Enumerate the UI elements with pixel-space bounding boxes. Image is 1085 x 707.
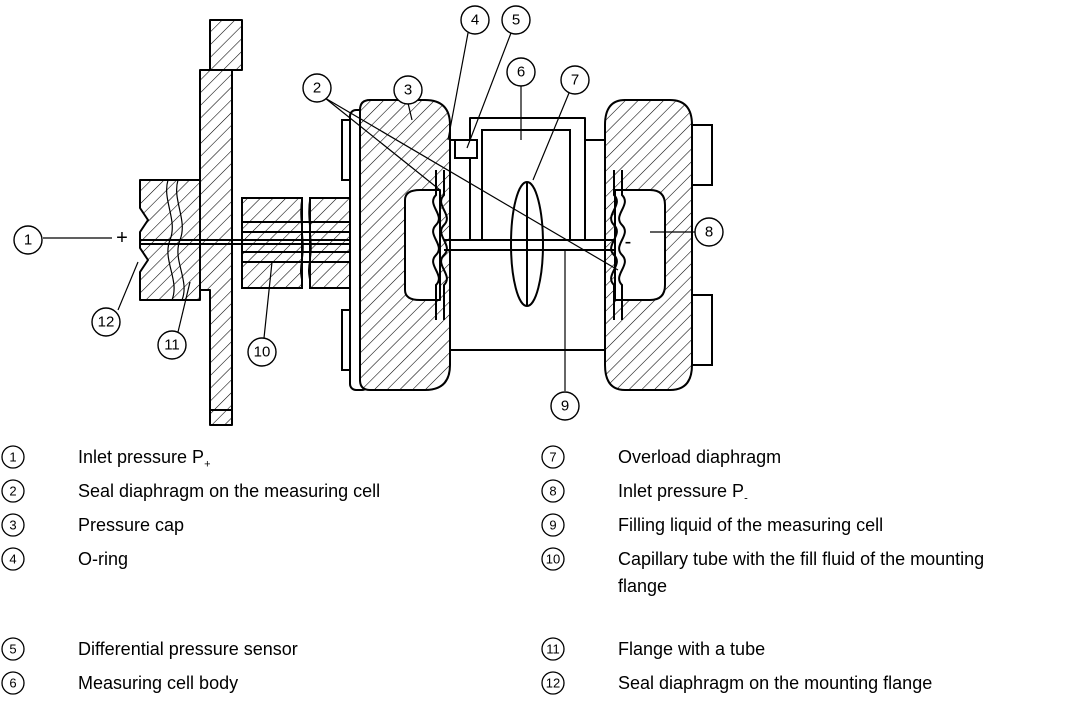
- svg-text:1: 1: [9, 450, 16, 465]
- svg-text:5: 5: [9, 642, 16, 657]
- svg-text:9: 9: [561, 398, 569, 415]
- legend-text: Flange with a tube: [618, 639, 766, 659]
- legend-number-icon: 11: [540, 636, 566, 662]
- callout-2: 2: [302, 73, 332, 103]
- legend-item: 9 Filling liquid of the measuring cell: [540, 512, 883, 539]
- legend-text: Seal diaphragm on the mounting flange: [618, 673, 933, 693]
- legend-text: O-ring: [78, 549, 129, 569]
- svg-text:12: 12: [546, 676, 560, 691]
- callout-12: 12: [91, 307, 121, 337]
- legend-number-icon: 10: [540, 546, 566, 572]
- legend-item: 2 Seal diaphragm on the measuring cell: [0, 478, 380, 505]
- legend-text: Differential pressure sensor: [78, 639, 298, 659]
- legend-number-icon: 12: [540, 670, 566, 696]
- svg-text:7: 7: [549, 450, 556, 465]
- callout-8: 8: [694, 217, 724, 247]
- legend-text: Seal diaphragm on the measuring cell: [78, 481, 381, 501]
- legend-item: 5 Differential pressure sensor: [0, 636, 298, 663]
- svg-text:5: 5: [512, 12, 520, 29]
- pressure-cap-left: [341, 99, 451, 391]
- svg-text:1: 1: [24, 232, 32, 249]
- svg-text:11: 11: [546, 642, 560, 657]
- legend-number-icon: 6: [0, 670, 26, 696]
- callout-1: 1: [13, 225, 43, 255]
- legend-item: 12 Seal diaphragm on the mounting flange: [540, 670, 932, 697]
- legend-text: Measuring cell body: [78, 673, 239, 693]
- callout-5: 5: [501, 5, 531, 35]
- callout-10: 10: [247, 337, 277, 367]
- svg-text:8: 8: [705, 224, 713, 241]
- cross-section-diagram: + - 1 2 3 4 5 6 7 8 9 10 11 12: [13, 5, 724, 426]
- callout-3: 3: [393, 75, 423, 105]
- svg-text:11: 11: [164, 337, 180, 354]
- legend-text: Overload diaphragm: [618, 447, 782, 467]
- legend-item: 7 Overload diaphragm: [540, 444, 781, 471]
- legend-number-icon: 1: [0, 444, 26, 470]
- svg-text:2: 2: [9, 484, 16, 499]
- plus-sign: +: [116, 227, 128, 249]
- leader-lines: [43, 32, 695, 391]
- svg-text:6: 6: [517, 64, 525, 81]
- svg-text:6: 6: [9, 676, 16, 691]
- minus-sign: -: [625, 231, 632, 253]
- seal-diaphragm-left: [404, 170, 448, 320]
- mounting-flange: [139, 19, 243, 426]
- legend-number-icon: 2: [0, 478, 26, 504]
- callout-7: 7: [560, 65, 590, 95]
- callout-4: 4: [460, 5, 490, 35]
- callout-9: 9: [550, 391, 580, 421]
- filling-liquid: [444, 239, 614, 251]
- legend-item: 11 Flange with a tube: [540, 636, 765, 663]
- measuring-cell-body: [449, 117, 611, 351]
- svg-text:12: 12: [98, 314, 115, 331]
- legend-number-icon: 4: [0, 546, 26, 572]
- svg-text:3: 3: [9, 518, 16, 533]
- legend-item: 6 Measuring cell body: [0, 670, 238, 697]
- svg-text:4: 4: [9, 552, 16, 567]
- pressure-cap-right: [604, 99, 713, 391]
- legend-text: Inlet pressure P: [78, 447, 205, 467]
- callout-11: 11: [157, 330, 187, 360]
- legend-text: Pressure cap: [78, 515, 185, 535]
- callout-6: 6: [506, 57, 536, 87]
- legend-subscript: -: [744, 492, 748, 505]
- legend-text: Inlet pressure P: [618, 481, 745, 501]
- legend-number-icon: 9: [540, 512, 566, 538]
- legend-item: 3 Pressure cap: [0, 512, 184, 539]
- svg-text:10: 10: [254, 344, 271, 361]
- svg-text:2: 2: [313, 80, 321, 97]
- legend-text: Capillary tube with the fill fluid of th…: [618, 549, 985, 569]
- svg-text:3: 3: [404, 82, 412, 99]
- legend-number-icon: 5: [0, 636, 26, 662]
- legend-subscript: +: [204, 458, 211, 471]
- legend-item: 1 Inlet pressure P+: [0, 444, 211, 479]
- svg-text:7: 7: [571, 72, 579, 89]
- legend-number-icon: 3: [0, 512, 26, 538]
- legend-text-continued: flange: [618, 576, 668, 596]
- legend-number-icon: 7: [540, 444, 566, 470]
- legend-item: 8 Inlet pressure P-: [540, 478, 748, 513]
- svg-text:9: 9: [549, 518, 556, 533]
- svg-text:8: 8: [549, 484, 556, 499]
- legend-number-icon: 8: [540, 478, 566, 504]
- legend-item: 4 O-ring: [0, 546, 128, 573]
- svg-text:4: 4: [471, 12, 479, 29]
- svg-text:10: 10: [546, 552, 560, 567]
- legend-text: Filling liquid of the measuring cell: [618, 515, 884, 535]
- legend-item: 10 Capillary tube with the fill fluid of…: [540, 546, 984, 600]
